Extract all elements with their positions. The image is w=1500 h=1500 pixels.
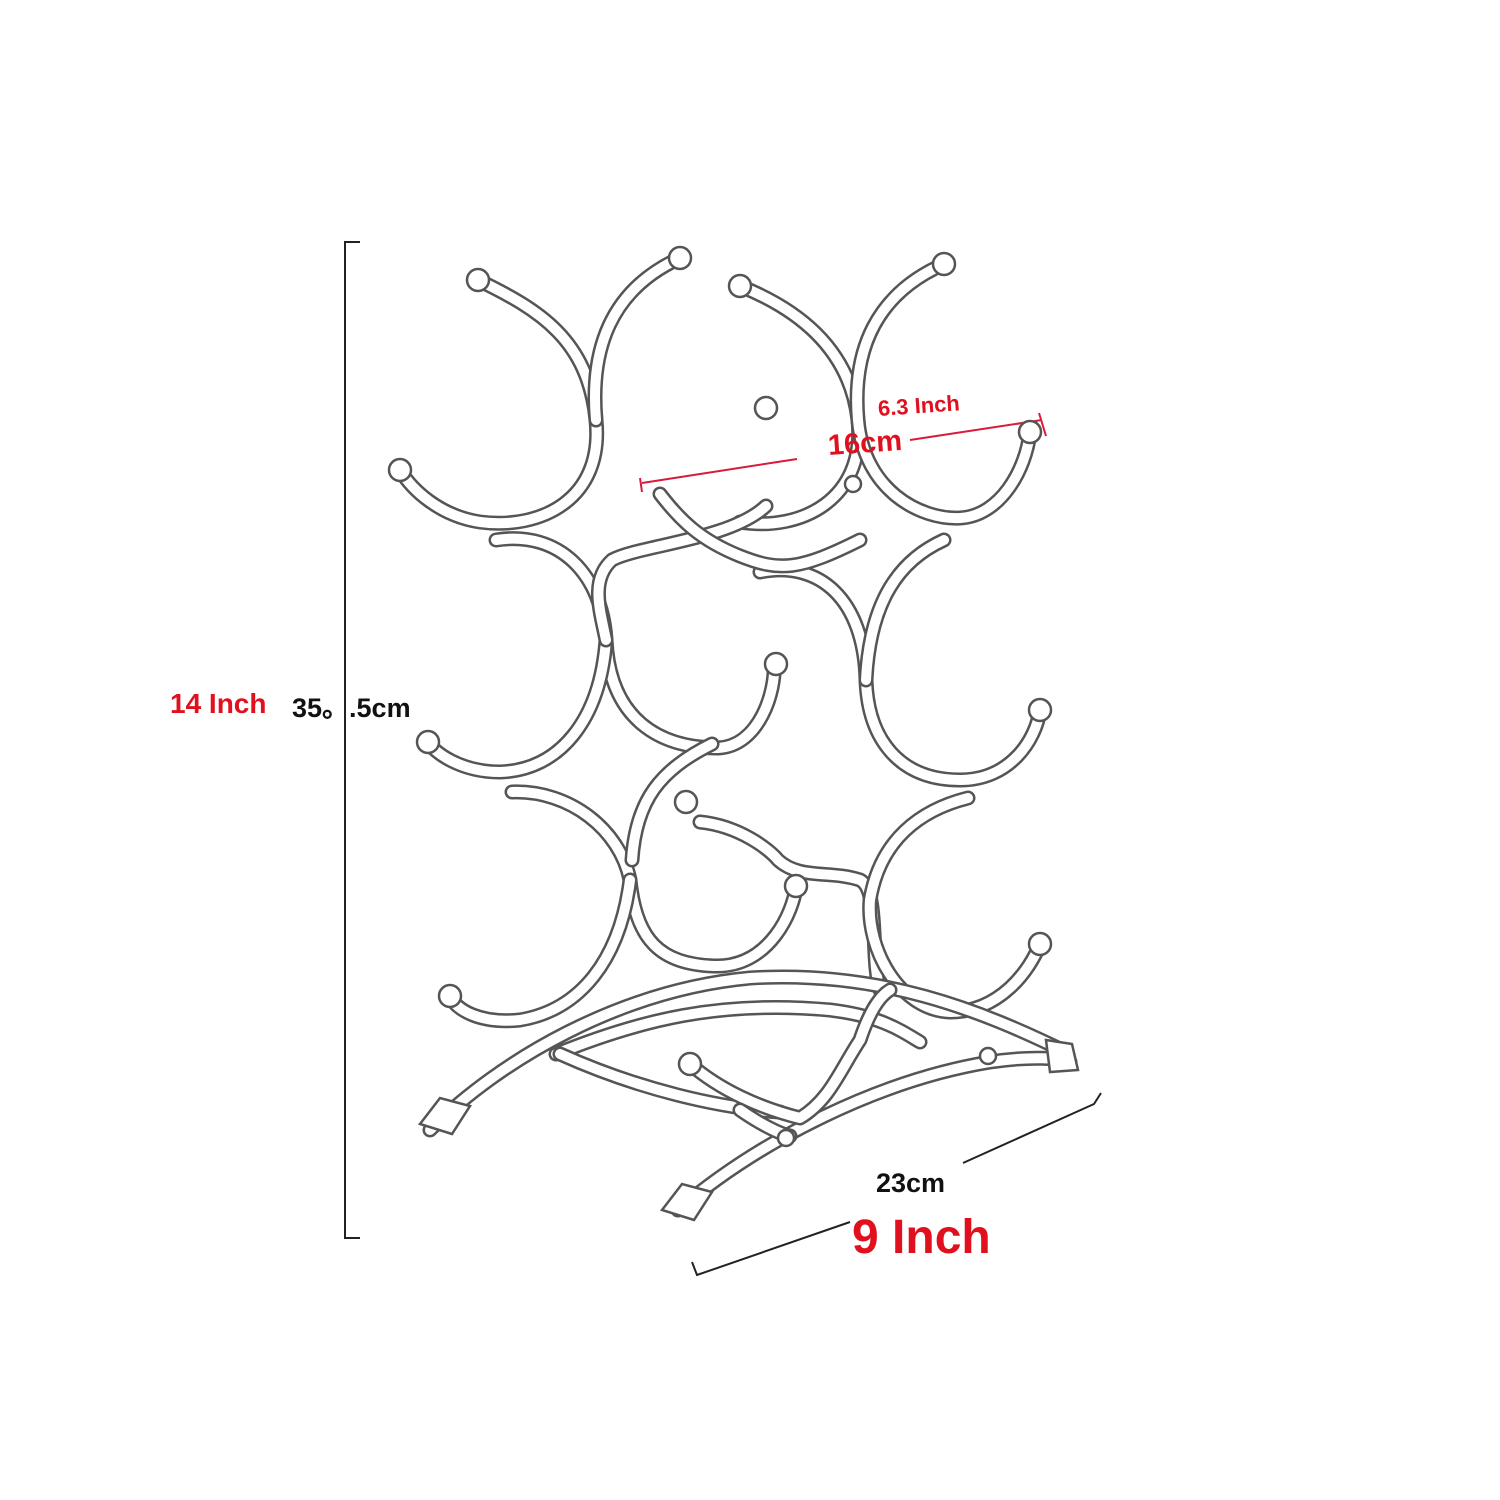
wire-end-cap <box>387 457 413 483</box>
rubber-foot <box>1044 1038 1080 1074</box>
rubber-foot <box>659 1182 714 1222</box>
wire-end-cap <box>1027 931 1053 957</box>
wire-end-cap <box>783 873 809 899</box>
screw-icon <box>843 474 863 494</box>
wire-segment-fill <box>593 501 771 645</box>
bottle-spacing-inch-label: 6.3 Inch <box>877 390 961 421</box>
wire-segment-fill <box>685 985 895 1123</box>
wire-segment <box>420 632 614 780</box>
base-width-inch-label: 9 Inch <box>852 1211 991 1264</box>
wire-end-cap <box>437 983 463 1009</box>
wire-end-cap <box>415 729 441 755</box>
wire-segment <box>442 872 638 1029</box>
wire-end-cap <box>677 1051 703 1077</box>
wire-end-cap <box>667 245 693 271</box>
wire-end-cap <box>931 251 957 277</box>
wire-segment-fill <box>423 635 611 777</box>
height-inch-label: 14 Inch <box>170 688 267 719</box>
wire-segment-fill <box>445 875 635 1026</box>
wire-segment-fill <box>590 253 685 425</box>
wire-segment-fill <box>551 1002 925 1059</box>
wire-end-cap <box>673 789 699 815</box>
base-width-cm-label: 23cm <box>876 1168 946 1198</box>
screw-icon <box>776 1128 796 1148</box>
wire-segment-fill <box>395 275 602 529</box>
wire-end-cap <box>753 395 779 421</box>
wire-segment <box>752 562 1048 788</box>
wine-rack-frame <box>387 245 1080 1222</box>
base-width-dimension-line <box>691 1092 1102 1277</box>
wire-segment <box>670 1050 1078 1218</box>
wire-segment-fill <box>627 739 717 865</box>
bottle-spacing-cm-label: 16cm <box>826 424 904 462</box>
wire-end-cap <box>763 651 789 677</box>
height-cm-label: 35。.5cm <box>292 693 411 723</box>
rubber-foot <box>417 1096 472 1136</box>
wire-segment-fill <box>507 786 801 972</box>
screw-icon <box>978 1046 998 1066</box>
wire-segment-fill <box>655 489 865 571</box>
wire-segment-fill <box>425 972 1071 1135</box>
wire-segment-fill <box>491 533 780 753</box>
wire-end-cap <box>727 273 753 299</box>
wire-segment-fill <box>755 564 1045 785</box>
wire-segment-fill <box>864 793 1045 1017</box>
wire-end-cap <box>1027 697 1053 723</box>
bottle-spacing-dimension-line <box>639 412 1047 493</box>
wire-segment-fill <box>673 1053 1075 1215</box>
wire-end-cap <box>1017 419 1043 445</box>
wire-segment-fill <box>861 535 949 685</box>
wire-segment <box>392 272 605 531</box>
height-dimension-line <box>344 241 360 1239</box>
wire-end-cap <box>465 267 491 293</box>
wire-segment-fill <box>852 259 1035 524</box>
